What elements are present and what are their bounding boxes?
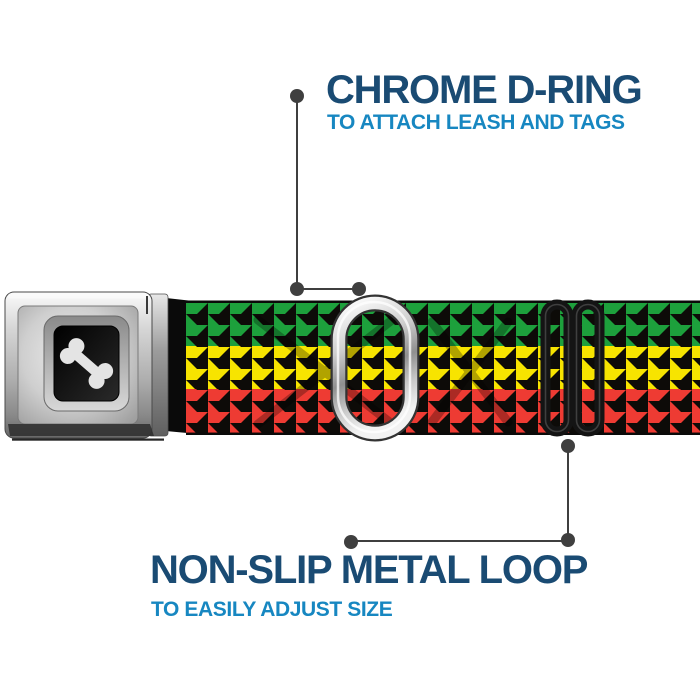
top-callout-dot-start <box>290 89 304 103</box>
bottom-callout-dot-target <box>561 439 575 453</box>
seatbelt-buckle <box>4 291 169 441</box>
top-callout-vertical-line <box>295 96 299 289</box>
top-callout-horizontal-line <box>297 287 359 291</box>
dog-bone-icon <box>59 338 114 389</box>
bottom-callout-subtitle: TO EASILY ADJUST SIZE <box>151 598 393 621</box>
top-callout-dot-target <box>352 282 366 296</box>
bottom-callout-horizontal-line <box>351 539 568 543</box>
top-callout-title: CHROME D-RING <box>326 68 643 112</box>
bottom-callout-dot-corner <box>561 533 575 547</box>
top-callout-subtitle: TO ATTACH LEASH AND TAGS <box>327 111 625 134</box>
strap-stripe-red <box>186 389 700 433</box>
strap-stripe-yellow <box>186 346 700 389</box>
collar-strap <box>155 297 700 435</box>
bottom-callout-dot-start <box>344 535 358 549</box>
top-callout-dot-corner <box>290 282 304 296</box>
metal-loop-slider <box>540 299 605 437</box>
d-ring <box>330 294 420 442</box>
buckle-bottom-edge <box>8 424 154 436</box>
buckle-top-highlight <box>8 293 148 299</box>
strap-stripe-green <box>186 303 700 346</box>
strap-shadow-marks <box>253 315 513 429</box>
buckle-ledge-line <box>12 438 164 441</box>
bottom-callout-vertical-line <box>566 446 570 541</box>
bottom-callout-title: NON-SLIP METAL LOOP <box>150 548 588 592</box>
